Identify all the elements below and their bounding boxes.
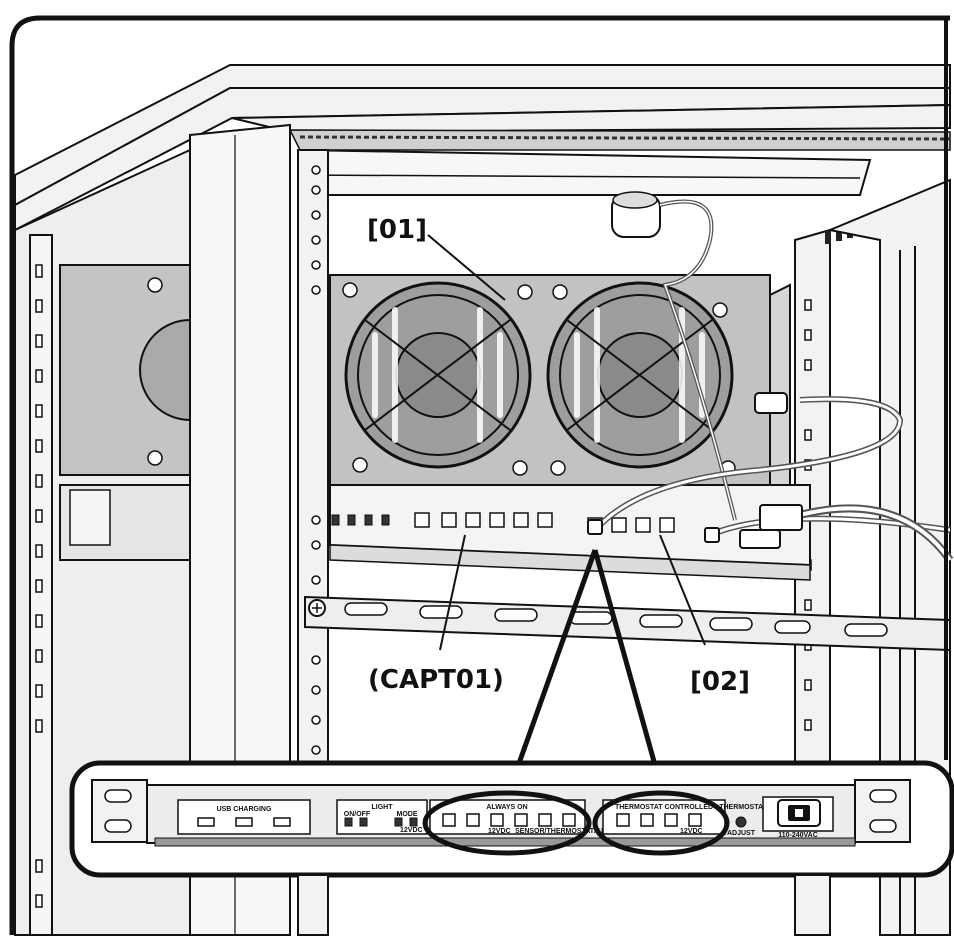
cable-plugs bbox=[587, 392, 803, 549]
callout-fan-unit: [01] bbox=[367, 215, 427, 245]
always-on-label: ALWAYS ON bbox=[486, 804, 527, 811]
thermostat-port-1[interactable] bbox=[616, 813, 630, 827]
thermostat-adjust-sub: ADJUST bbox=[727, 830, 756, 837]
thermostat-port-3[interactable] bbox=[664, 813, 678, 827]
thermostat-sub-label: 12VDC bbox=[680, 828, 703, 835]
always-on-port-3[interactable] bbox=[490, 813, 504, 827]
thermostat-port-4[interactable] bbox=[688, 813, 702, 827]
lower-rail-continuation bbox=[297, 874, 831, 936]
rack-top-frame bbox=[14, 64, 951, 232]
power-cables bbox=[592, 396, 954, 563]
rack-power-panel bbox=[329, 484, 811, 581]
always-on-sub-right: SENSOR/THERMOSTAT/AMPLIFIER bbox=[515, 828, 634, 835]
cooling-fan-1 bbox=[344, 281, 532, 469]
lights-section: LIGHT ON/OFF MODE 12VDC bbox=[336, 799, 428, 835]
outer-frame bbox=[9, 15, 950, 935]
usb-port-3[interactable] bbox=[273, 817, 291, 827]
front-rail-right bbox=[794, 221, 864, 936]
always-on-sub-left: 12VDC bbox=[488, 828, 511, 835]
thermostat-adjust-knob[interactable] bbox=[735, 816, 747, 828]
light-switch-3[interactable] bbox=[394, 817, 403, 827]
light-switch-2[interactable] bbox=[359, 817, 368, 827]
highlight-always-on bbox=[422, 790, 592, 856]
always-on-port-1[interactable] bbox=[442, 813, 456, 827]
highlight-thermostat bbox=[592, 790, 730, 856]
cooling-fan-2 bbox=[546, 281, 734, 469]
always-on-port-6[interactable] bbox=[562, 813, 576, 827]
always-on-section: ALWAYS ON 12VDC SENSOR/THERMOSTAT/AMPLIF… bbox=[429, 799, 634, 835]
always-on-port-4[interactable] bbox=[514, 813, 528, 827]
always-on-port-5[interactable] bbox=[538, 813, 552, 827]
front-left-post bbox=[189, 123, 291, 936]
thermal-sensor bbox=[611, 191, 737, 521]
callout-panel: (CAPT01) bbox=[368, 665, 504, 695]
light-switch-4[interactable] bbox=[409, 817, 418, 827]
power-voltage-label: 110-240VAC bbox=[778, 832, 818, 839]
usb-charging-section: USB CHARGING bbox=[177, 799, 311, 835]
lights-sub-label: 12VDC bbox=[400, 827, 423, 834]
thermostat-adjust-section: THERMOSTAT ADJUST bbox=[719, 804, 767, 837]
thermostat-controlled-label: THERMOSTAT CONTROLLED bbox=[615, 804, 713, 811]
left-rear-fan-unit bbox=[59, 264, 241, 561]
left-rail-holes bbox=[35, 264, 43, 908]
always-on-port-2[interactable] bbox=[466, 813, 480, 827]
detail-panel-callout: USB CHARGING LIGHT ON/OFF MODE 12VDC ALW… bbox=[69, 760, 954, 878]
zoom-indicator-lines bbox=[509, 549, 663, 784]
usb-charging-label: USB CHARGING bbox=[217, 806, 272, 813]
thermostat-controlled-section: THERMOSTAT CONTROLLED 12VDC bbox=[602, 799, 726, 835]
power-inlet-section: 110-240VAC bbox=[762, 796, 834, 839]
thermostat-adjust-label: THERMOSTAT bbox=[719, 804, 767, 811]
usb-port-2[interactable] bbox=[235, 817, 253, 827]
lights-mode-label: MODE bbox=[397, 811, 418, 818]
leader-lines bbox=[427, 234, 706, 651]
light-switch-1[interactable] bbox=[344, 817, 353, 827]
thermostat-port-2[interactable] bbox=[640, 813, 654, 827]
slotted-mounting-bar bbox=[304, 595, 951, 652]
callout-sensor: [02] bbox=[690, 667, 750, 697]
top-tray bbox=[299, 148, 872, 196]
lights-on-label: ON/OFF bbox=[344, 811, 371, 818]
usb-port-1[interactable] bbox=[197, 817, 215, 827]
top-vent-strip bbox=[288, 129, 951, 151]
lights-label: LIGHT bbox=[372, 804, 394, 811]
